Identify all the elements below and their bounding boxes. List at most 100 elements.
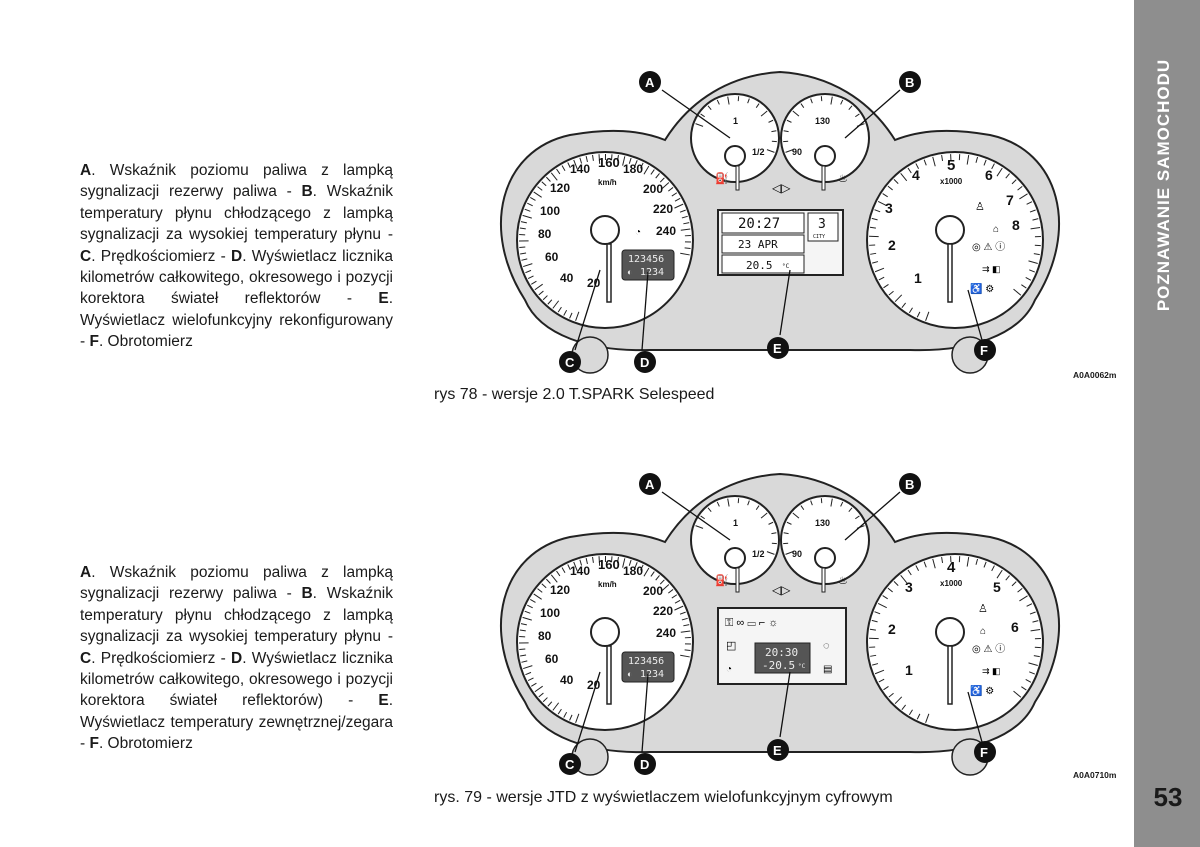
heater-icon: ▤ [823,664,832,675]
dial-tick [923,561,927,568]
tachometer-ticks [869,154,1041,321]
temp-label-130: 130 [815,116,830,126]
dial-tick [533,593,542,600]
speed-label-140: 140 [570,564,590,578]
section-title: POZNAWANIE SAMOCHODU [1154,58,1173,312]
dial-tick [643,165,650,175]
dial-tick [870,252,877,255]
speed-label-120: 120 [550,181,570,195]
display-time: 20:30 [765,646,798,659]
dial-tick [830,498,833,507]
dial-tick [1013,690,1022,698]
callout-line-e [779,269,791,336]
fuel-reserve-icon: ⛽ [715,574,729,587]
dial-tick [1013,288,1022,296]
speedometer-ticks [519,153,691,321]
dial-tick [538,692,544,698]
dial-tick [538,290,544,296]
dial-tick [700,515,705,520]
dial-tick [1032,218,1039,221]
engine-check-icon: ⌂ [980,626,986,637]
callout-line-a [661,89,731,139]
dial-tick [983,561,987,568]
seatbelt-icon: ♙ [978,603,988,615]
fuel-reserve-icon: ⛽ [715,172,729,185]
airbag-icon: ♿ ⚙ [970,282,994,295]
dial-tick [727,96,730,105]
airbag-icon: ♿ ⚙ [970,684,994,697]
dial-tick [870,654,877,657]
dial-tick [901,302,907,308]
callout-c-label: C [565,355,575,370]
image-code: A0A0710m [1073,770,1117,780]
fuel-label-full: 1 [733,116,738,126]
callout-e-label: E [773,743,782,758]
rpm-label-5: 5 [947,157,955,174]
callout-d [634,351,656,373]
dial-tick [674,203,684,209]
dial-tick [552,702,560,711]
desc-letter-c: C [80,247,92,265]
dial-tick [1026,201,1033,205]
dial-tick [519,227,526,230]
dial-tick [966,557,970,567]
speed-label-60: 60 [545,652,559,666]
dial-tick [695,123,704,127]
desc-text-a: . Wskaźnik poziomu paliwa z lampką sygna… [80,162,393,201]
dial-tick [785,149,794,153]
dial-tick [569,312,573,319]
callout-line-a [661,491,731,541]
odometer-total: 123456 [628,656,664,667]
tachometer-hub [935,215,965,245]
abs-icon: ◎ ⚠ ⓘ [972,643,1005,655]
dial-tick [800,505,805,510]
callout-a-label: A [645,477,655,492]
rpm-label-4: 4 [912,167,920,183]
dial-tick [1029,209,1036,213]
dial-tick [882,595,888,600]
dial-tick [1021,686,1027,691]
engine-check-icon: ⌂ [993,224,999,235]
dial-tick [882,193,888,198]
fuel-gauge-ticks [695,498,777,555]
dial-tick [1033,253,1040,256]
dial-tick [878,678,885,683]
display-temp-unit: °C [782,263,790,270]
speed-label-100: 100 [540,204,560,218]
dial-tick [916,713,921,720]
fuel-gauge-needle [735,165,740,191]
door-open-icon: ◰ [726,640,736,652]
dial-tick [871,217,878,221]
callout-b-label: B [905,75,914,90]
dial-tick [1021,284,1027,289]
desc-letter-d: D [231,247,243,265]
dial-tick [523,665,533,670]
callout-e [767,739,789,761]
odometer-trip: 1234 [640,669,664,680]
display-time: 20:27 [738,216,780,232]
dial-tick [893,179,899,184]
speed-label-180: 180 [623,162,643,176]
temp-label-130: 130 [815,518,830,528]
dial-tick [755,505,760,510]
temp-gauge-needle [821,567,826,593]
dial-tick [1026,603,1033,607]
rpm-unit: x1000 [940,579,963,588]
dial-tick [598,154,601,164]
desc-letter-a: A [80,564,92,581]
dial-tick [628,157,632,164]
dial-tick [908,307,913,314]
dial-tick [1029,611,1036,615]
temp-label-90: 90 [792,549,802,559]
callout-b-label: B [905,477,914,492]
dial-tick [768,119,774,123]
fuel-gauge-needle [735,567,740,593]
headlight-level-icon: ◐ [627,267,632,277]
dial-tick [695,525,704,529]
dial-tick [727,498,730,507]
dial-tick [755,103,760,108]
dial-tick [907,167,912,174]
dial-tick [680,252,690,256]
dial-tick [628,559,632,566]
callout-e [767,337,789,359]
